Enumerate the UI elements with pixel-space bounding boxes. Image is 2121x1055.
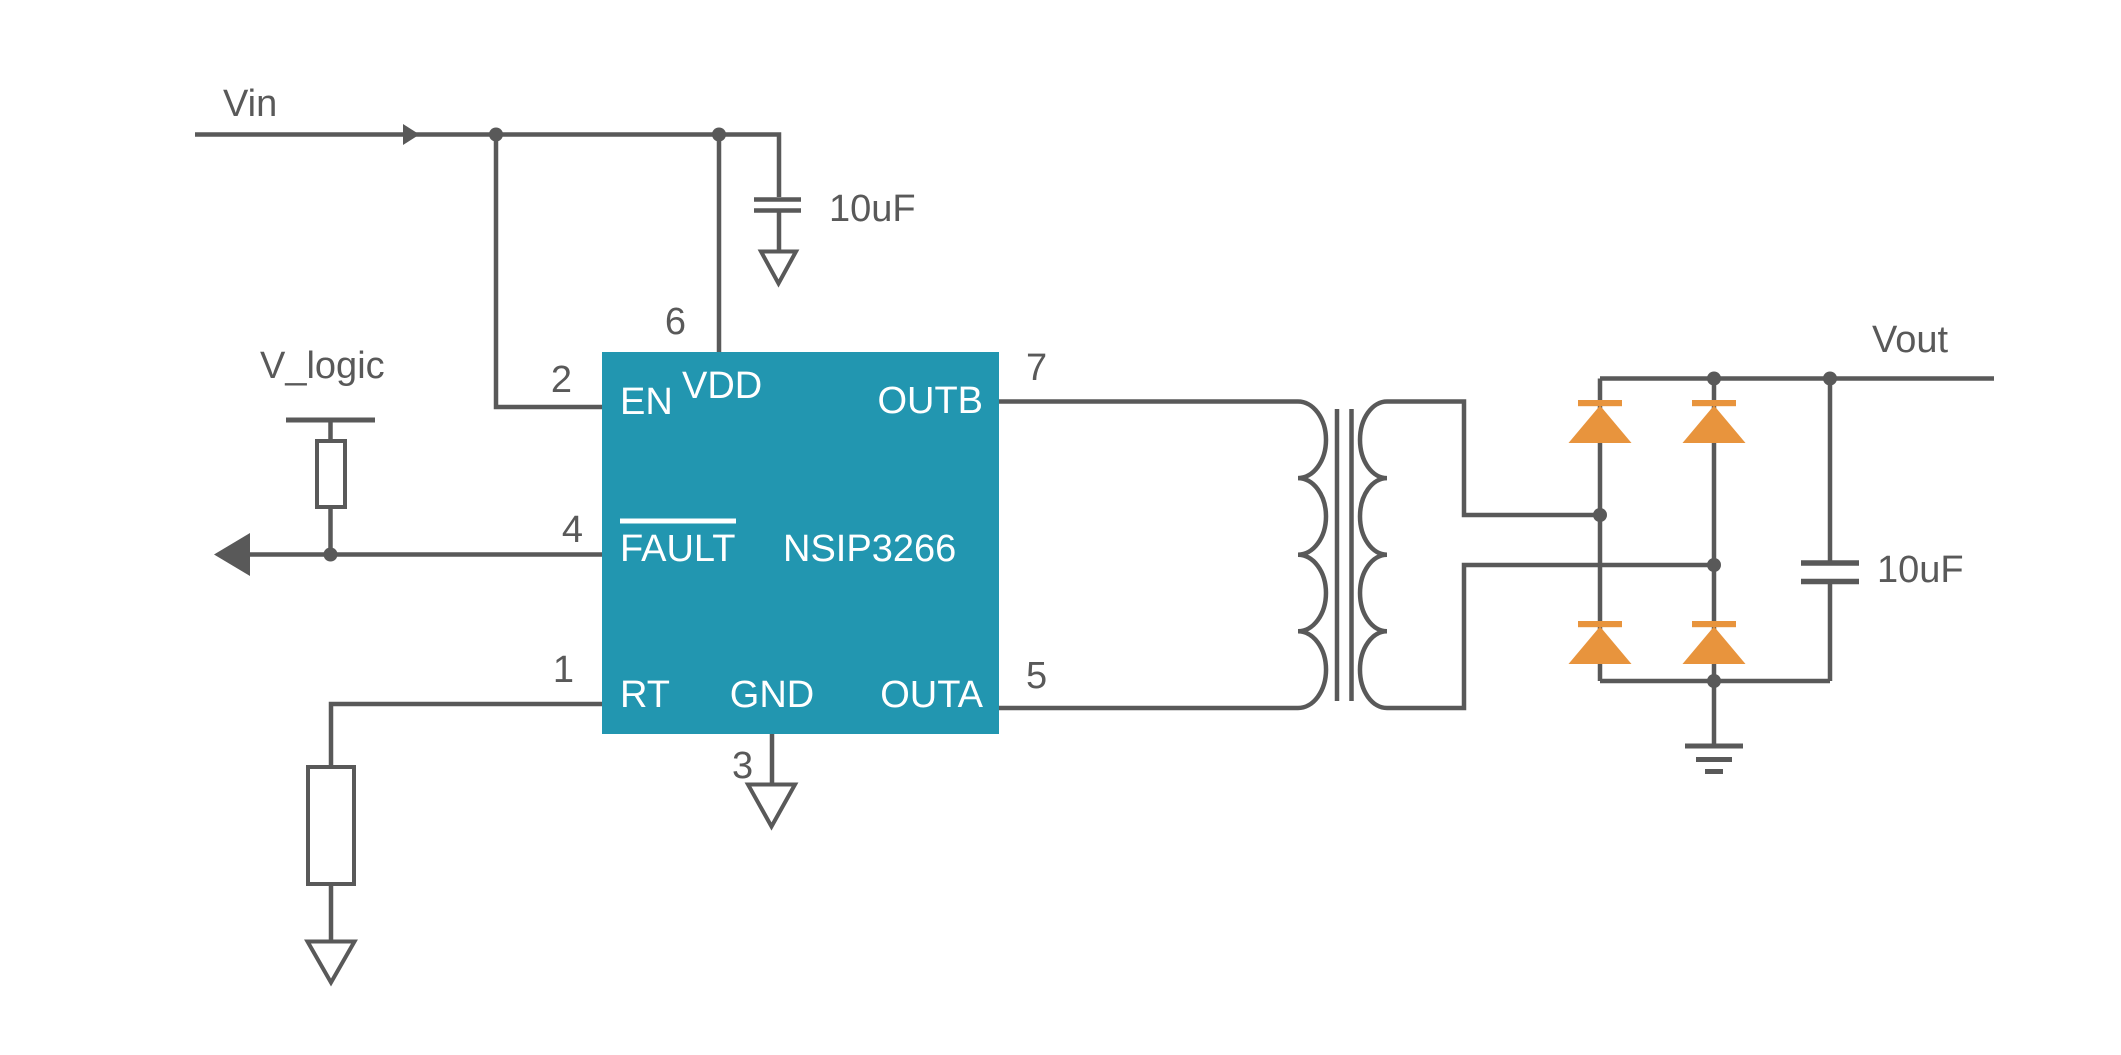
ic-nsip3266: EN VDD OUTB FAULT NSIP3266 RT GND OUTA (602, 352, 999, 734)
input-capacitor-value: 10uF (829, 188, 916, 230)
diode-top-left (1568, 400, 1632, 443)
ic-pin-name-fault: FAULT (620, 528, 735, 570)
diode-bottom-left (1568, 621, 1632, 664)
junction-vout-cap (1823, 371, 1837, 386)
ic-pin-name-vdd: VDD (682, 365, 762, 407)
diode-top-left-cathode-bar (1578, 400, 1622, 407)
output-capacitor (1801, 560, 1859, 585)
pin-number-2: 2 (551, 359, 572, 401)
pin-number-4: 4 (562, 509, 583, 551)
arrows (214, 124, 420, 576)
pin-number-7: 7 (1026, 347, 1047, 389)
ic-pin-name-en: EN (620, 381, 673, 423)
ic-body (602, 352, 999, 734)
junction-vin-en (489, 127, 503, 142)
ic-part-number: NSIP3266 (783, 528, 956, 570)
v-logic-label: V_logic (260, 345, 385, 387)
pin-number-3: 3 (732, 745, 753, 787)
pin-numbers: 2 6 7 4 1 3 5 (551, 301, 1047, 787)
junction-vout-column-right (1707, 371, 1721, 386)
wire-secondary-winding (1357, 399, 1714, 711)
net-labels: Vin V_logic Vout 10uF 10uF (223, 83, 1964, 591)
junction-secondary-bottom-tap (1707, 558, 1721, 572)
vout-label: Vout (1872, 319, 1949, 361)
ic-pin-name-gnd: GND (730, 674, 814, 716)
earth-ground-icon (1685, 743, 1743, 774)
input-capacitor (754, 197, 801, 213)
diode-bottom-right (1682, 621, 1746, 664)
wires (195, 132, 1994, 942)
wire-outb-primary-outa (999, 399, 1329, 711)
diode-top-right (1682, 400, 1746, 443)
junction-fault-pullup (323, 547, 338, 562)
vin-label: Vin (223, 83, 277, 125)
junction-bridge-ground (1707, 674, 1721, 688)
components (304, 197, 1859, 987)
ground-icon-input-cap (757, 249, 800, 288)
diode-bottom-left-cathode-bar (1578, 621, 1622, 628)
fault-arrow-icon (214, 533, 250, 576)
wire-en-branch (493, 134, 602, 410)
junction-dots (323, 127, 1837, 688)
ic-pin-name-outb: OUTB (877, 380, 983, 422)
pin-number-6: 6 (665, 301, 686, 343)
pin-number-5: 5 (1026, 655, 1047, 697)
diode-top-right-triangle (1682, 405, 1746, 443)
pullup-resistor (315, 439, 347, 509)
diode-bottom-right-triangle (1682, 626, 1746, 664)
ic-pin-name-outa: OUTA (880, 674, 983, 716)
diode-bottom-right-cathode-bar (1692, 621, 1736, 628)
junction-secondary-top-tap (1593, 508, 1607, 522)
output-capacitor-value: 10uF (1877, 549, 1964, 591)
ic-pin-name-rt: RT (620, 674, 670, 716)
diode-top-right-cathode-bar (1692, 400, 1736, 407)
ground-icon-rt (304, 939, 358, 987)
wire-vin-rail (195, 132, 782, 197)
pin-number-1: 1 (553, 649, 574, 691)
ground-icon-gnd-pin (744, 782, 799, 831)
diode-top-left-triangle (1568, 405, 1632, 443)
rt-resistor (306, 765, 356, 886)
diode-bottom-left-triangle (1568, 626, 1632, 664)
junction-vin-vdd (712, 127, 726, 142)
wire-rt (328, 701, 602, 767)
vin-arrow-icon (403, 124, 420, 145)
